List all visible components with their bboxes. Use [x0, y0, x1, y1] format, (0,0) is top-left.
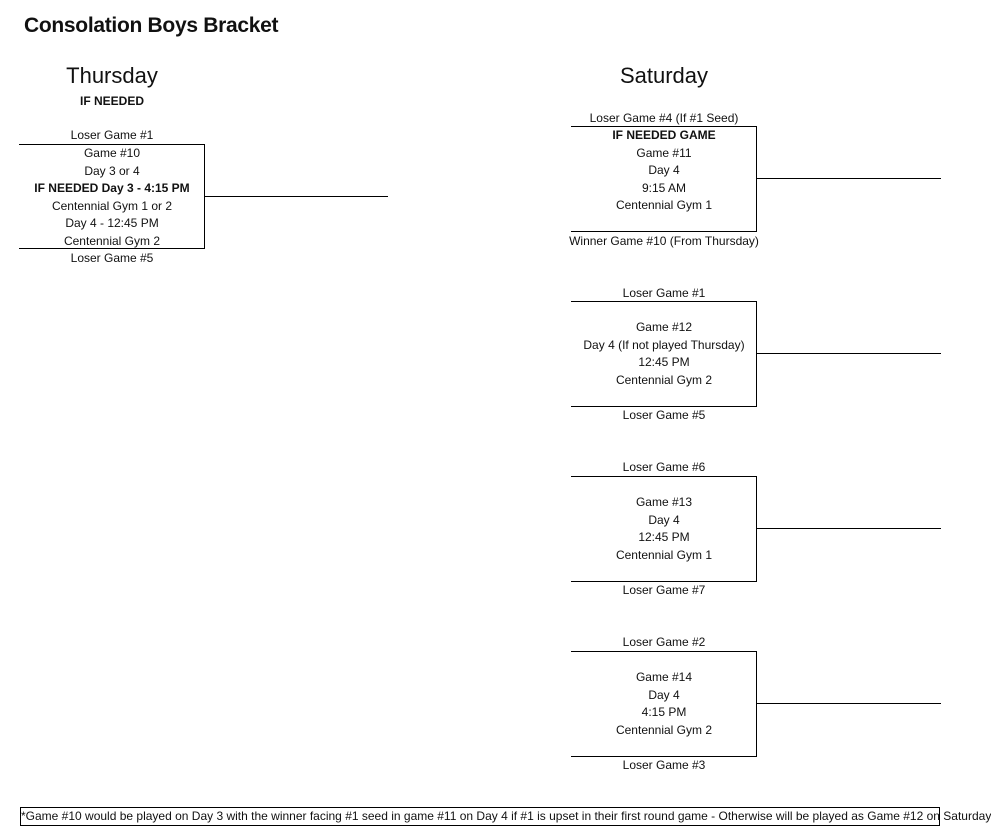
game-12-top-label: Loser Game #1 [622, 286, 706, 300]
game-12-line: Day 4 (If not played Thursday) [583, 337, 745, 352]
game-14-bottom-line [571, 756, 757, 757]
game-14-line: Centennial Gym 2 [615, 722, 713, 737]
game-10-advance-line [204, 196, 388, 197]
game-13-line: Day 4 [648, 512, 680, 527]
game-13-bottom-label: Loser Game #7 [622, 583, 706, 597]
game-11-line: 9:15 AM [641, 180, 687, 195]
game-11-top-label: Loser Game #4 (If #1 Seed) [589, 111, 739, 125]
game-10-line: Centennial Gym 2 [63, 233, 161, 248]
game-11-line: IF NEEDED GAME [612, 128, 716, 142]
game-13-bottom-line [571, 581, 757, 582]
game-14-bottom-label: Loser Game #3 [622, 758, 706, 772]
game-14-top-label: Loser Game #2 [622, 635, 706, 649]
game-10-bottom-label: Loser Game #5 [70, 251, 154, 265]
game-12-details: Game #12 Day 4 (If not played Thursday) … [571, 319, 757, 389]
game-10-top-line [19, 144, 205, 145]
game-10-top-label: Loser Game #1 [70, 128, 154, 142]
game-12-advance-line [756, 353, 941, 354]
game-10-line: IF NEEDED Day 3 - 4:15 PM [34, 181, 190, 195]
game-10-line: Centennial Gym 1 or 2 [51, 198, 173, 213]
thursday-heading: Thursday [66, 63, 158, 88]
page-title: Consolation Boys Bracket [24, 14, 279, 37]
game-13-top-label: Loser Game #6 [622, 460, 706, 474]
game-10-line: Game #10 [83, 146, 141, 160]
game-13-line: 12:45 PM [638, 530, 690, 544]
game-10-details: Game #10 Day 3 or 4 IF NEEDED Day 3 - 4:… [19, 145, 205, 250]
game-10-bottom-line [19, 248, 205, 249]
thursday-if-needed-label: IF NEEDED [79, 94, 144, 108]
game-12-top-line [571, 301, 757, 302]
game-12-bottom-label: Loser Game #5 [622, 408, 706, 422]
game-11-line: Day 4 [648, 163, 680, 177]
game-12-line: Centennial Gym 2 [615, 372, 713, 387]
footnote: *Game #10 would be played on Day 3 with … [20, 807, 991, 826]
game-13-details: Game #13 Day 4 12:45 PM Centennial Gym 1 [571, 494, 757, 564]
game-12-bottom-line [571, 406, 757, 407]
game-11-details: IF NEEDED GAME Game #11 Day 4 9:15 AM Ce… [571, 127, 757, 215]
game-11-bottom-line [571, 231, 757, 232]
game-11-top-line [571, 126, 757, 127]
game-14-line: Day 4 [648, 687, 680, 702]
game-14-details: Game #14 Day 4 4:15 PM Centennial Gym 2 [571, 669, 757, 739]
game-11-advance-line [756, 178, 941, 179]
game-14-top-line [571, 651, 757, 652]
game-14-advance-line [756, 703, 941, 704]
game-12-line: Game #12 [635, 320, 693, 334]
game-10-line: Day 4 - 12:45 PM [65, 216, 159, 230]
game-13-line: Game #13 [635, 495, 693, 509]
game-11-line: Game #11 [636, 145, 692, 160]
game-13-top-line [571, 476, 757, 477]
game-13-line: Centennial Gym 1 [615, 547, 713, 562]
game-14-line: Game #14 [635, 670, 693, 684]
game-13-advance-line [756, 528, 941, 529]
game-10-line: Day 3 or 4 [84, 163, 140, 178]
game-11-bottom-label: Winner Game #10 (From Thursday) [569, 234, 759, 248]
game-14-line: 4:15 PM [641, 705, 687, 719]
saturday-heading: Saturday [619, 63, 709, 88]
game-12-line: 12:45 PM [638, 355, 690, 369]
game-11-line: Centennial Gym 1 [615, 198, 713, 212]
